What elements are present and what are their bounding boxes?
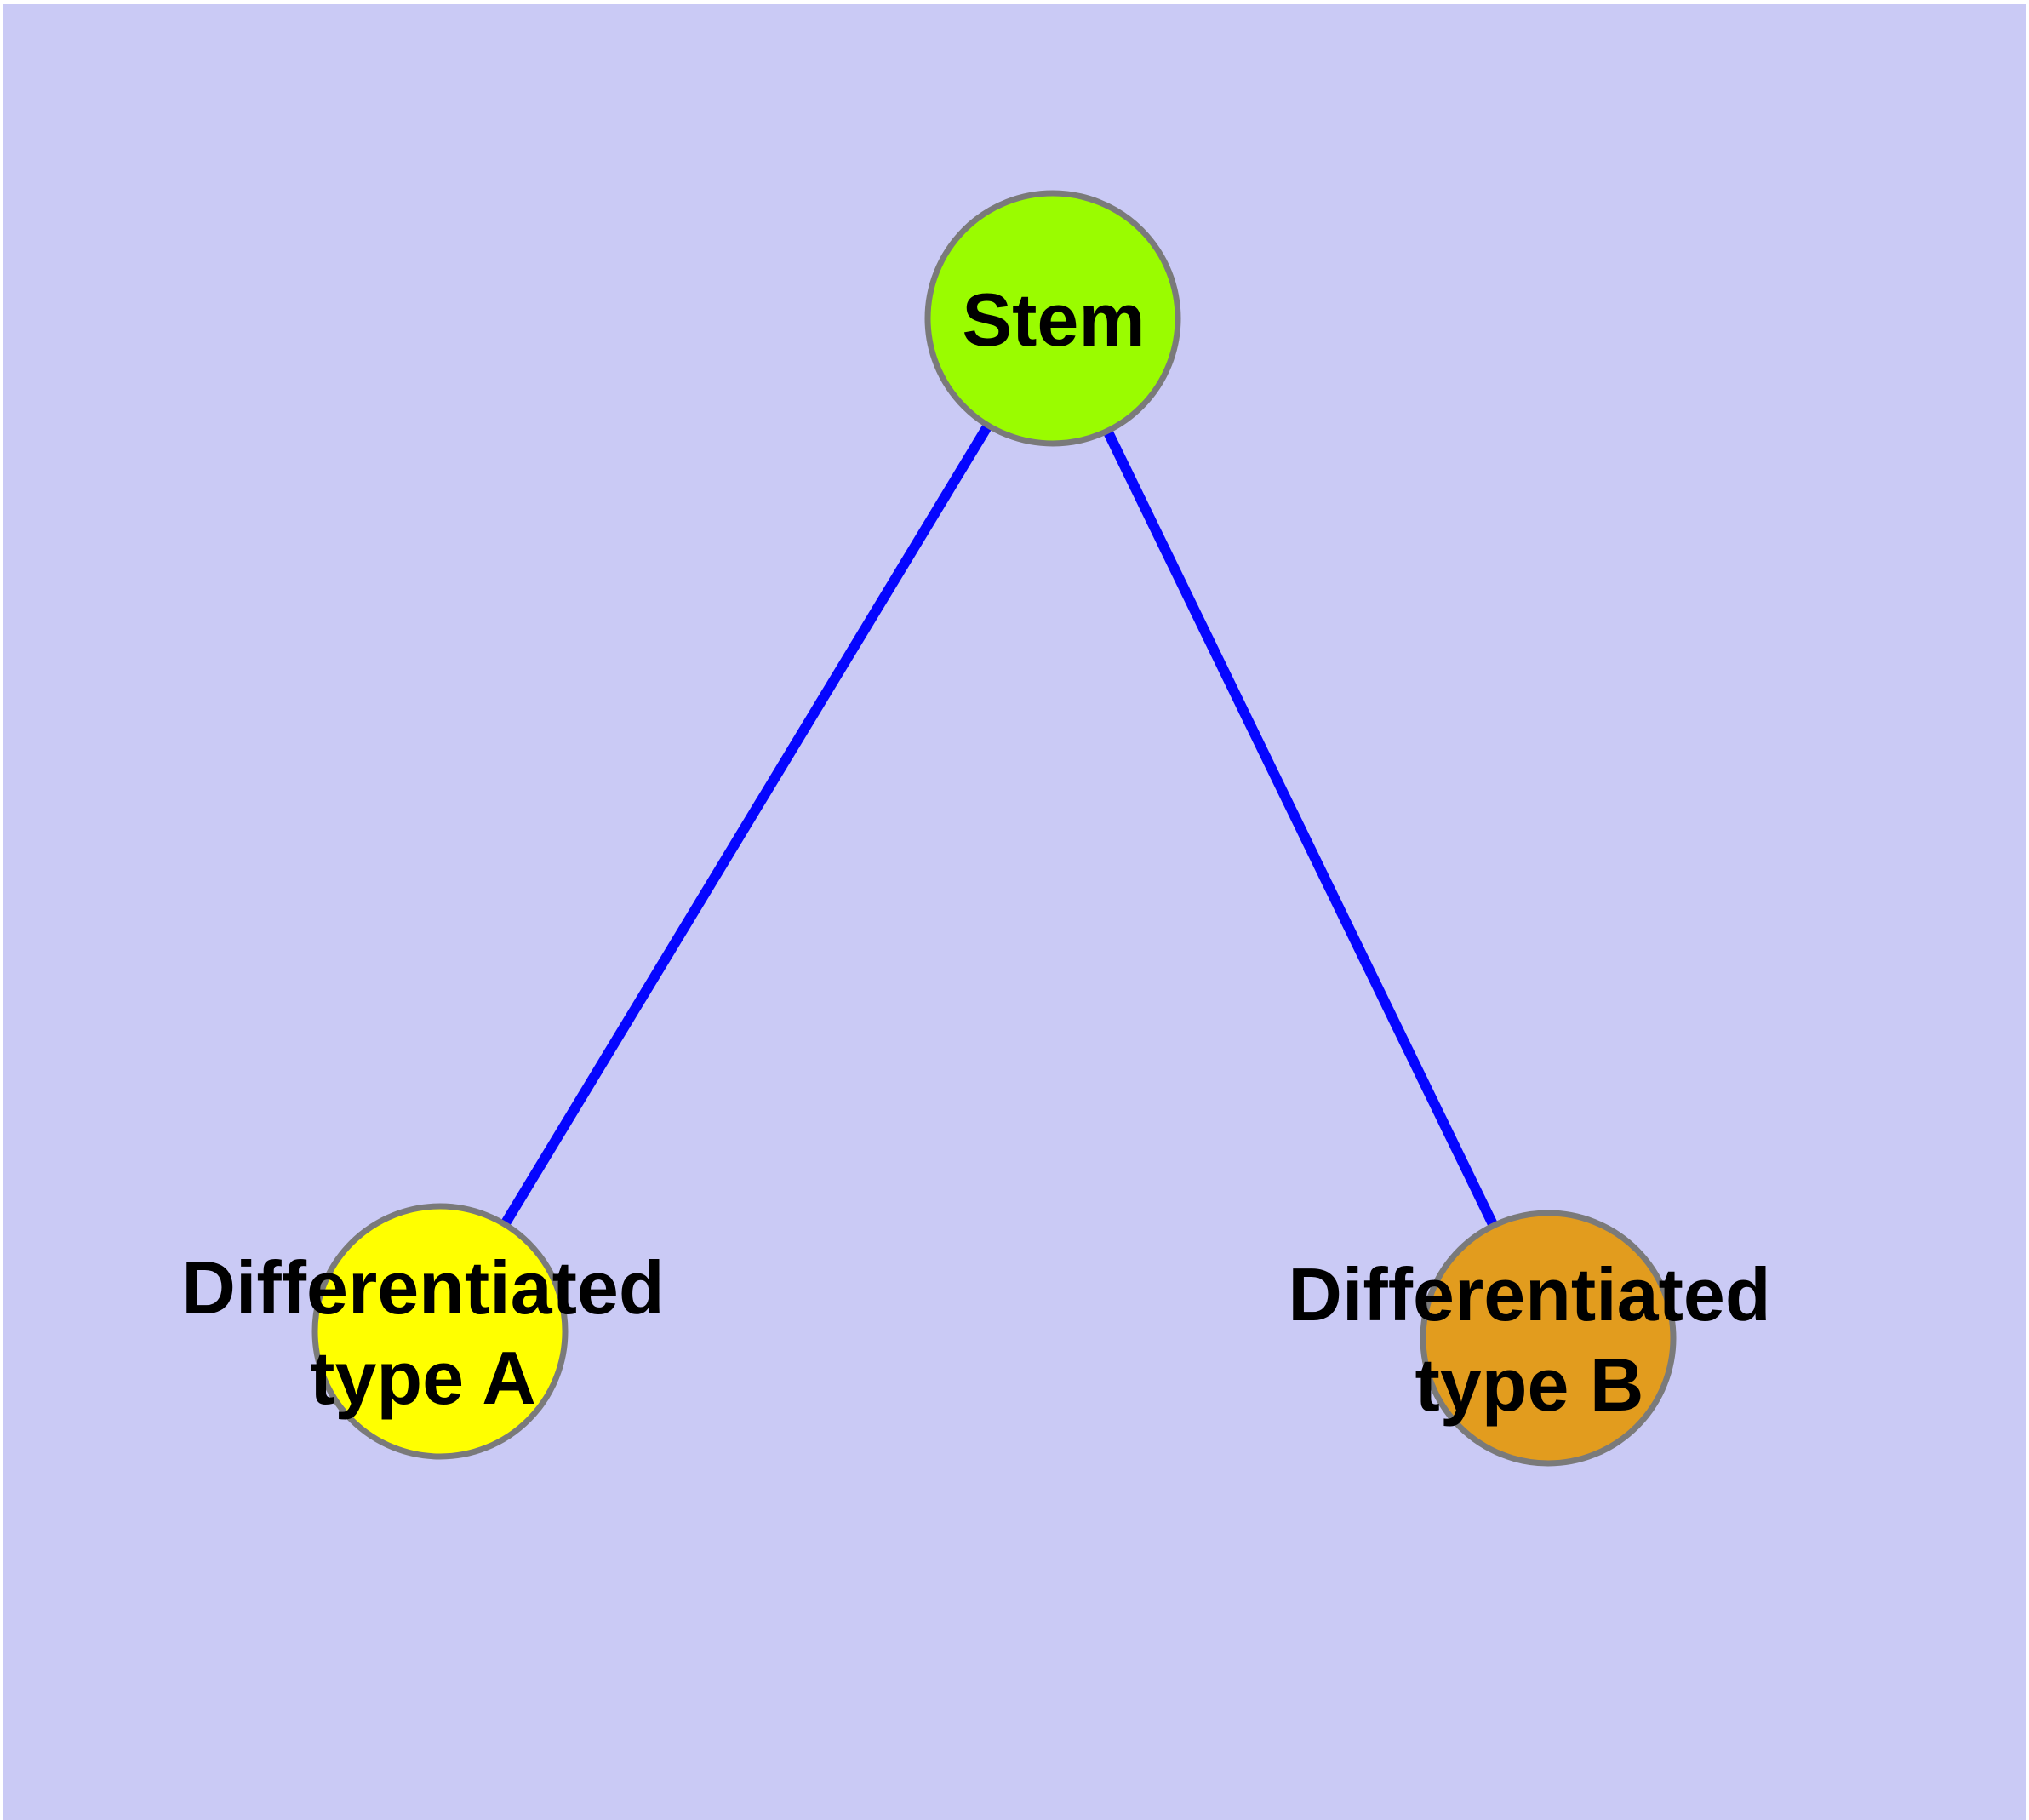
node-type-a-circle[interactable]	[311, 1203, 569, 1460]
node-stem-label: Stem	[962, 278, 1146, 362]
node-type-b-circle[interactable]	[1420, 1210, 1677, 1467]
node-type-b-label-line2: type B	[1415, 1342, 1644, 1427]
node-type-a-label-line1: Differentiated	[181, 1245, 665, 1330]
node-type-b-label: Differentiated type B	[1288, 1250, 1770, 1430]
node-type-a-label-line2: type A	[310, 1336, 536, 1420]
edge-stem-to-type-b	[1048, 316, 1553, 1341]
edge-stem-to-type-a	[435, 315, 1058, 1335]
node-stem-circle[interactable]	[924, 190, 1181, 447]
node-type-b-label-line1: Differentiated	[1288, 1252, 1771, 1336]
node-type-a-label: Differentiated type A	[181, 1243, 664, 1423]
